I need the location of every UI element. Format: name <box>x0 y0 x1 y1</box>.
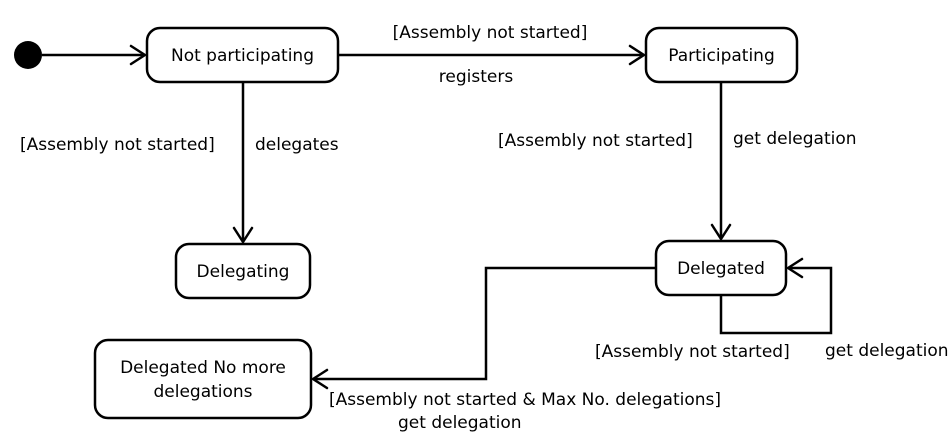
state-delegated-label: Delegated <box>677 259 765 279</box>
state-not-participating: Not participating <box>145 26 340 84</box>
get-delegation-guard-label: [Assembly not started] <box>498 131 693 151</box>
max-delegations-transition-arrowhead <box>311 368 329 390</box>
state-delegated-no-more-label-line1: Delegated No more <box>120 358 286 378</box>
state-delegating: Delegating <box>174 242 312 300</box>
max-delegations-event-label: get delegation <box>398 413 522 433</box>
max-delegations-guard-label: [Assembly not started & Max No. delegati… <box>329 390 721 410</box>
self-loop-guard-label: [Assembly not started] <box>595 342 790 362</box>
self-loop-event-label: get delegation <box>825 341 948 361</box>
delegate-guard-label: [Assembly not started] <box>20 135 215 155</box>
register-guard-label: [Assembly not started] <box>393 23 588 43</box>
max-delegations-transition-line <box>313 266 656 381</box>
delegate-transition-arrowhead <box>232 226 254 244</box>
register-transition-arrowhead <box>628 44 646 66</box>
state-delegating-label: Delegating <box>197 262 290 282</box>
state-not-participating-label: Not participating <box>171 46 314 66</box>
get-delegation-transition-arrowhead <box>710 223 732 241</box>
register-event-label: registers <box>439 67 514 87</box>
state-participating: Participating <box>644 26 799 84</box>
initial-state-dot <box>14 41 42 69</box>
get-delegation-event-label: get delegation <box>733 129 857 149</box>
state-delegated-no-more: Delegated No more delegations <box>93 338 313 420</box>
state-delegated: Delegated <box>654 239 788 297</box>
self-loop-transition-arrowhead <box>786 257 804 279</box>
delegate-event-label: delegates <box>255 135 339 155</box>
self-loop-transition-line <box>719 266 833 335</box>
state-delegated-no-more-label-line2: delegations <box>153 382 252 402</box>
state-participating-label: Participating <box>668 46 775 66</box>
initial-transition-arrowhead <box>129 44 147 66</box>
